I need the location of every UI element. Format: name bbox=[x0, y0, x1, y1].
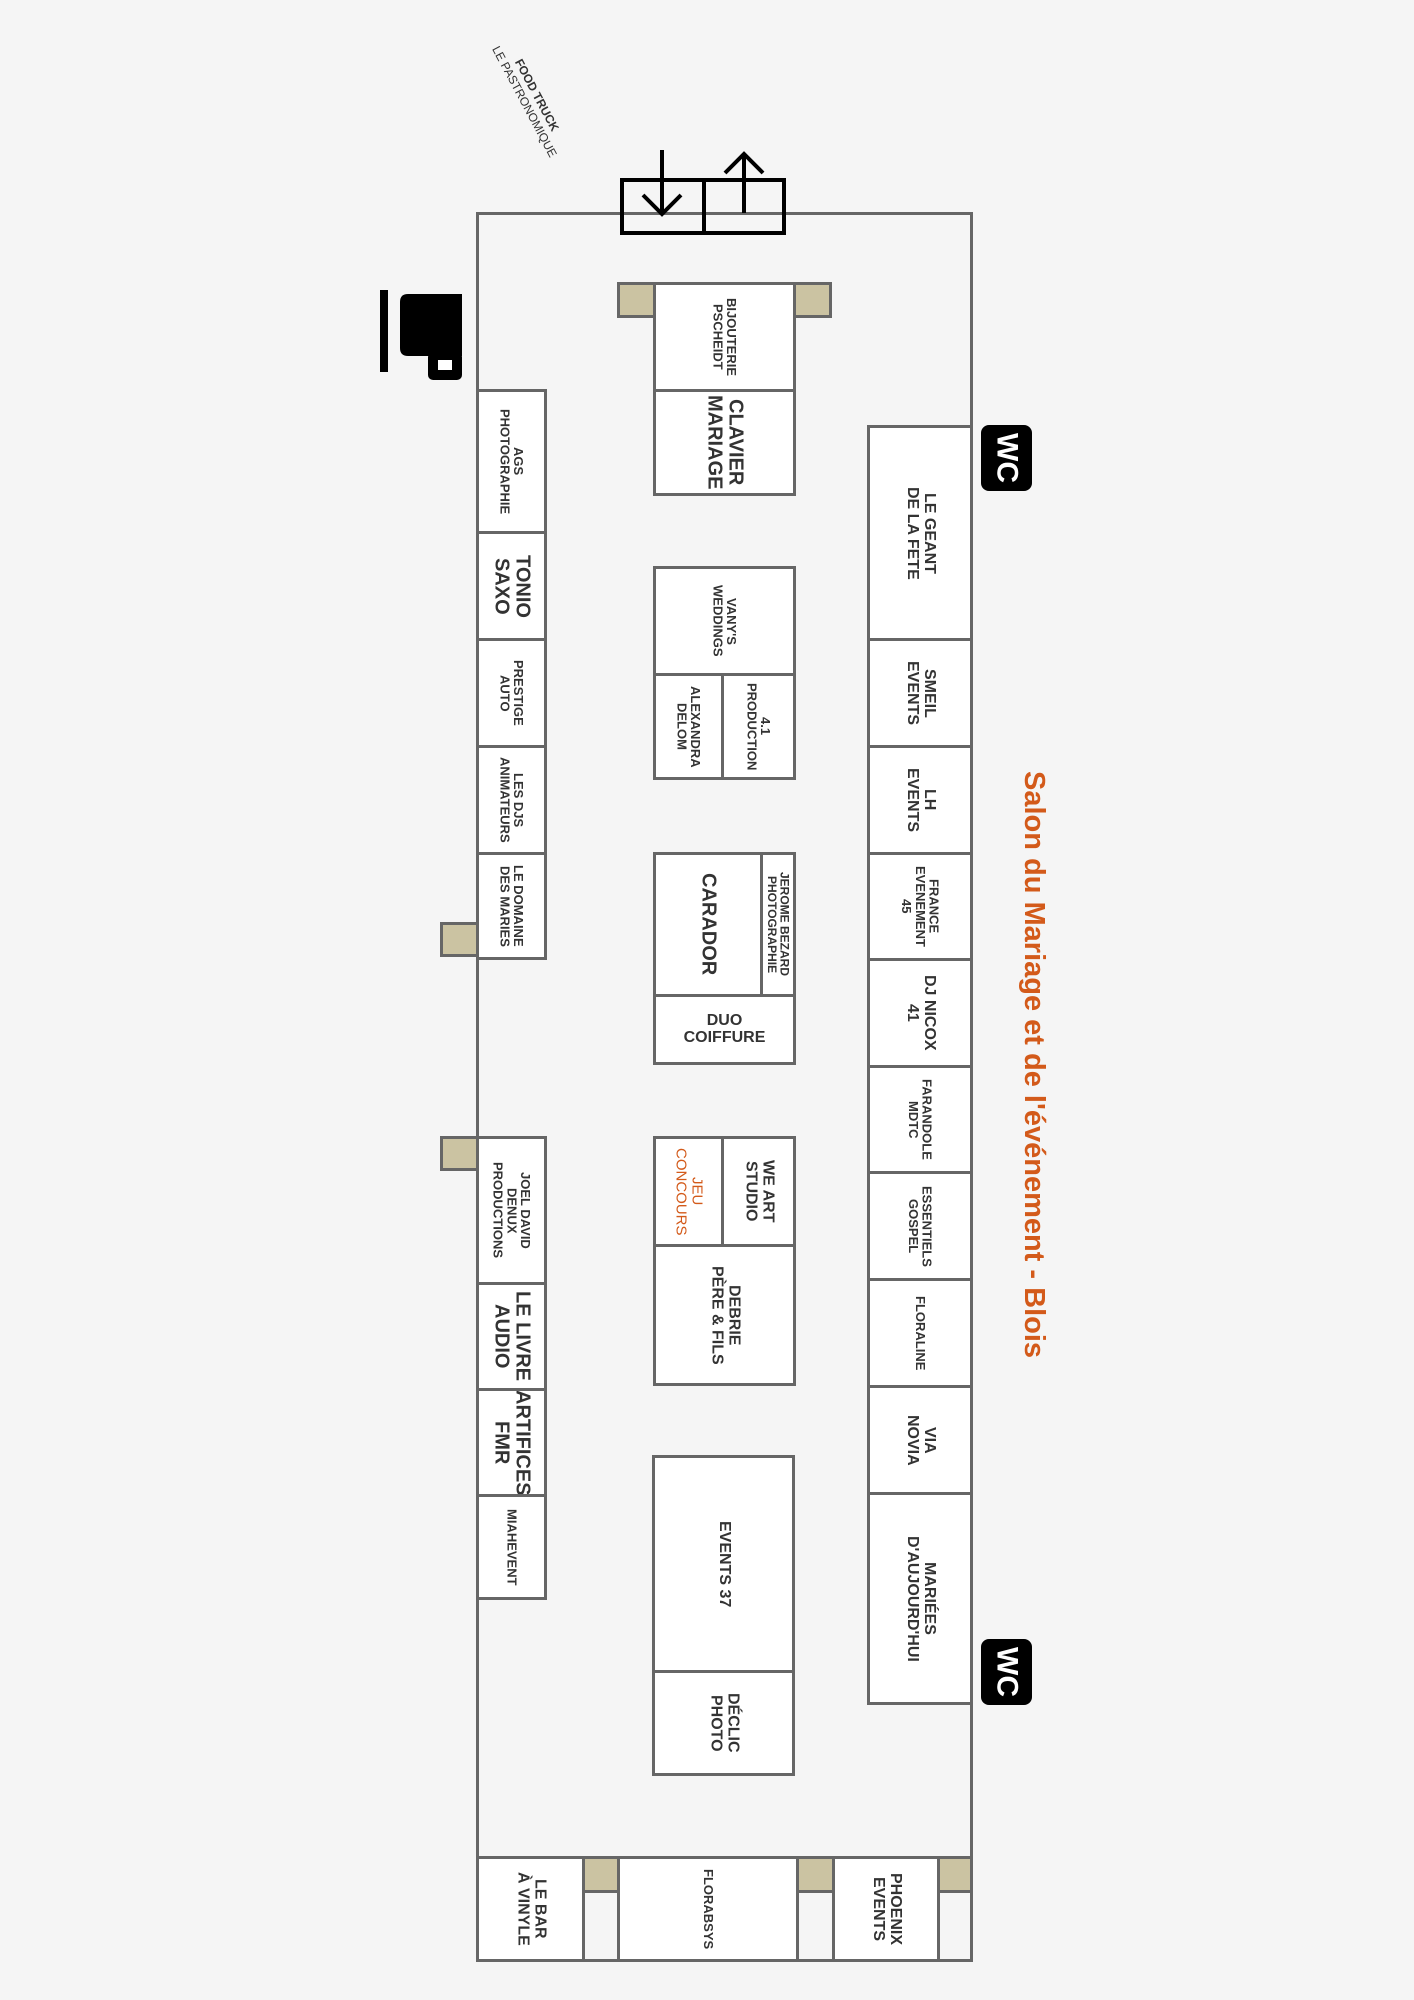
booth-le-livre-audio[interactable]: LE LIVRE AUDIO bbox=[476, 1282, 547, 1391]
booth-le-geant-de-la-fete[interactable]: LE GEANT DE LA FETE bbox=[867, 425, 973, 641]
booth-duo-coiffure[interactable]: DUO COIFFURE bbox=[653, 994, 796, 1065]
event-title: Salon du Mariage et de l'événement - Blo… bbox=[1018, 771, 1050, 1359]
food-truck-title: FOOD TRUCK bbox=[511, 56, 562, 134]
booth-le-bar-a-vinyle[interactable]: LE BAR À VINYLE bbox=[476, 1856, 585, 1962]
wc-label: WC bbox=[990, 433, 1024, 483]
booth-label: MIAHEVENT bbox=[504, 1508, 520, 1586]
booth-alexandra-delom[interactable]: ALEXANDRA DELOM bbox=[653, 673, 724, 780]
booth-ags-photographie[interactable]: AGS PHOTOGRAPHIE bbox=[476, 389, 547, 534]
table-tab bbox=[937, 1856, 973, 1893]
table-tab bbox=[796, 1856, 835, 1893]
booth-label: DUO COIFFURE bbox=[683, 1011, 766, 1046]
booth-label: FLORABSYS bbox=[700, 1868, 716, 1950]
booth-label: WE ART STUDIO bbox=[742, 1160, 777, 1223]
booth-label: LE BAR À VINYLE bbox=[514, 1872, 549, 1946]
booth-france-evenement-45[interactable]: FRANCE EVENEMENT 45 bbox=[867, 852, 973, 961]
booth-label: JOEL DAVID DENUX PRODUCTIONS bbox=[490, 1162, 533, 1259]
booth-label: FRANCE EVENEMENT 45 bbox=[899, 866, 942, 947]
booth-jeu-concours[interactable]: JEU CONCOURS bbox=[653, 1136, 724, 1247]
booth-debrie-pere-fils[interactable]: DEBRIE PÈRE & FILS bbox=[653, 1244, 796, 1386]
booth-label: LH EVENTS bbox=[904, 767, 938, 832]
booth-label: LES DJS ANIMATEURS bbox=[497, 757, 527, 843]
entrance-exit bbox=[620, 150, 786, 235]
booth-florabsys[interactable]: FLORABSYS bbox=[617, 1856, 799, 1962]
booth-label: EVENTS 37 bbox=[715, 1520, 733, 1608]
booth-label: LE DOMAINE DES MARIES bbox=[497, 865, 527, 947]
wc-badge-bottom: WC bbox=[981, 1639, 1032, 1705]
table-tab bbox=[582, 1856, 620, 1893]
booth-prestige-auto[interactable]: PRESTIGE AUTO bbox=[476, 638, 547, 748]
booth-label: ALEXANDRA DELOM bbox=[674, 685, 704, 768]
table-tab bbox=[617, 282, 656, 318]
booth-label: JEROME BEZARD PHOTOGRAPHIE bbox=[765, 872, 792, 977]
booth-smeil-events[interactable]: SMEIL EVENTS bbox=[867, 638, 973, 748]
food-truck-name: LE PASTRONOMIQUE bbox=[489, 43, 560, 160]
food-truck-label: FOOD TRUCK LE PASTRONOMIQUE bbox=[480, 22, 579, 176]
booth-label: 4.1 PRODUCTION bbox=[744, 682, 774, 771]
coffee-cup-icon bbox=[380, 290, 462, 380]
booth-label: DEBRIE PÈRE & FILS bbox=[708, 1265, 743, 1365]
booth-label: CARADOR bbox=[697, 873, 720, 976]
booth-jerome-bezard[interactable]: JEROME BEZARD PHOTOGRAPHIE bbox=[760, 852, 796, 997]
booth-le-domaine-des-maries[interactable]: LE DOMAINE DES MARIES bbox=[476, 852, 547, 960]
exit-arrow-icon bbox=[723, 151, 765, 213]
booth-label: BIJOUTERIE PSCHEIDT bbox=[710, 297, 740, 376]
booth-label: DÉCLIC PHOTO bbox=[707, 1693, 742, 1753]
booth-mariees-daujourdhui[interactable]: MARIÉES D'AUJOURD'HUI bbox=[867, 1492, 973, 1705]
booth-we-art-studio[interactable]: WE ART STUDIO bbox=[721, 1136, 796, 1247]
booth-declic-photo[interactable]: DÉCLIC PHOTO bbox=[652, 1670, 795, 1776]
wc-badge-top: WC bbox=[981, 425, 1032, 491]
booth-label: TONIO SAXO bbox=[490, 554, 534, 618]
booth-via-novia[interactable]: VIA NOVIA bbox=[867, 1385, 973, 1495]
booth-label: DJ NICOX 41 bbox=[904, 975, 938, 1051]
table-tab bbox=[793, 282, 832, 318]
booth-label: ESSENTIELS GOSPEL bbox=[906, 1185, 935, 1267]
entrance-arrow-icon bbox=[641, 150, 683, 217]
booth-farandole-mdtc[interactable]: FARANDOLE MDTC bbox=[867, 1065, 973, 1174]
table-tab bbox=[440, 1136, 479, 1171]
booth-label: PHOENIX EVENTS bbox=[870, 1872, 904, 1945]
empty-space bbox=[796, 1890, 835, 1962]
booth-bijouterie-pscheidt[interactable]: BIJOUTERIE PSCHEIDT bbox=[653, 282, 796, 392]
booth-les-djs-animateurs[interactable]: LES DJS ANIMATEURS bbox=[476, 745, 547, 855]
booth-vanys-weddings[interactable]: VANY'S WEDDINGS bbox=[653, 566, 796, 676]
booth-dj-nicox-41[interactable]: DJ NICOX 41 bbox=[867, 958, 973, 1068]
booth-lh-events[interactable]: LH EVENTS bbox=[867, 745, 973, 855]
booth-carador[interactable]: CARADOR bbox=[653, 852, 763, 997]
table-tab bbox=[440, 922, 479, 957]
booth-floraline[interactable]: FLORALINE bbox=[867, 1278, 973, 1388]
booth-label: ARTIFICES FMR bbox=[490, 1389, 534, 1496]
booth-events-37[interactable]: EVENTS 37 bbox=[652, 1455, 795, 1673]
booth-artifices-fmr[interactable]: ARTIFICES FMR bbox=[476, 1388, 547, 1497]
booth-label: VANY'S WEDDINGS bbox=[710, 585, 740, 657]
booth-label: LE LIVRE AUDIO bbox=[490, 1291, 534, 1382]
empty-space bbox=[937, 1890, 973, 1962]
booth-label: JEU CONCOURS bbox=[672, 1147, 706, 1236]
empty-space bbox=[582, 1890, 620, 1962]
booth-4-1-production[interactable]: 4.1 PRODUCTION bbox=[721, 673, 796, 780]
booth-label: FLORALINE bbox=[912, 1295, 928, 1371]
booth-label: LE GEANT DE LA FETE bbox=[904, 486, 938, 580]
booth-miahevent[interactable]: MIAHEVENT bbox=[476, 1494, 547, 1600]
booth-label: VIA NOVIA bbox=[904, 1414, 938, 1466]
booth-label: AGS PHOTOGRAPHIE bbox=[497, 408, 527, 515]
booth-label: CLAVIER MARIAGE bbox=[703, 395, 747, 490]
booth-tonio-saxo[interactable]: TONIO SAXO bbox=[476, 531, 547, 641]
booth-label: SMEIL EVENTS bbox=[904, 660, 938, 725]
booth-essentiels-gospel[interactable]: ESSENTIELS GOSPEL bbox=[867, 1171, 973, 1281]
booth-phoenix-events[interactable]: PHOENIX EVENTS bbox=[832, 1856, 940, 1962]
booth-label: PRESTIGE AUTO bbox=[497, 660, 527, 726]
booth-joel-david-denux[interactable]: JOEL DAVID DENUX PRODUCTIONS bbox=[476, 1136, 547, 1285]
booth-clavier-mariage[interactable]: CLAVIER MARIAGE bbox=[653, 389, 796, 496]
wc-label: WC bbox=[990, 1647, 1024, 1697]
booth-label: MARIÉES D'AUJOURD'HUI bbox=[904, 1535, 938, 1662]
booth-label: FARANDOLE MDTC bbox=[906, 1079, 935, 1160]
